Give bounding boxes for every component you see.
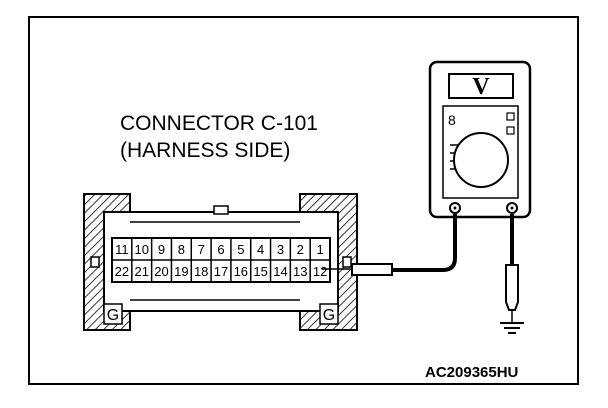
figure-code: AC209365HU [425, 364, 518, 381]
pin-2: 2 [297, 242, 304, 257]
pin-12: 12 [313, 264, 327, 279]
voltmeter-mode-label: 8 [448, 112, 456, 128]
pin-3: 3 [277, 242, 284, 257]
connector-latch [213, 205, 229, 215]
pin-22: 22 [115, 264, 129, 279]
pin-1: 1 [316, 242, 323, 257]
connector-right-key [342, 256, 352, 268]
voltmeter-switch-2 [506, 126, 515, 135]
pin-13: 13 [293, 264, 307, 279]
voltmeter: V 8 [428, 60, 532, 219]
pin-16: 16 [234, 264, 248, 279]
voltmeter-unit-label: V [472, 74, 490, 100]
pin-11: 11 [115, 242, 129, 257]
pin-7: 7 [198, 242, 205, 257]
ground-marker-left: G [107, 307, 119, 324]
ground-marker-right: G [323, 307, 335, 324]
voltmeter-dial [453, 132, 509, 188]
connector-title: CONNECTOR C-101 [120, 112, 318, 135]
negative-probe-lead [500, 214, 524, 334]
pin-20: 20 [154, 264, 168, 279]
pin-21: 21 [134, 264, 148, 279]
pin-14: 14 [273, 264, 287, 279]
pin-17: 17 [214, 264, 228, 279]
voltmeter-display [448, 73, 514, 99]
figure-border [28, 16, 579, 385]
pin-9: 9 [158, 242, 165, 257]
pin-15: 15 [253, 264, 267, 279]
pin-6: 6 [217, 242, 224, 257]
pin-4: 4 [257, 242, 264, 257]
positive-probe-handle [351, 263, 393, 276]
positive-probe-lead [322, 214, 457, 276]
pin-5: 5 [237, 242, 244, 257]
negative-probe-handle [505, 264, 519, 311]
voltmeter-switch-1 [506, 112, 515, 121]
pin-19: 19 [174, 264, 188, 279]
pin-10: 10 [134, 242, 148, 257]
pin-18: 18 [194, 264, 208, 279]
connector-subtitle: (HARNESS SIDE) [120, 139, 290, 162]
connector-left-key [90, 256, 100, 268]
pin-8: 8 [178, 242, 185, 257]
